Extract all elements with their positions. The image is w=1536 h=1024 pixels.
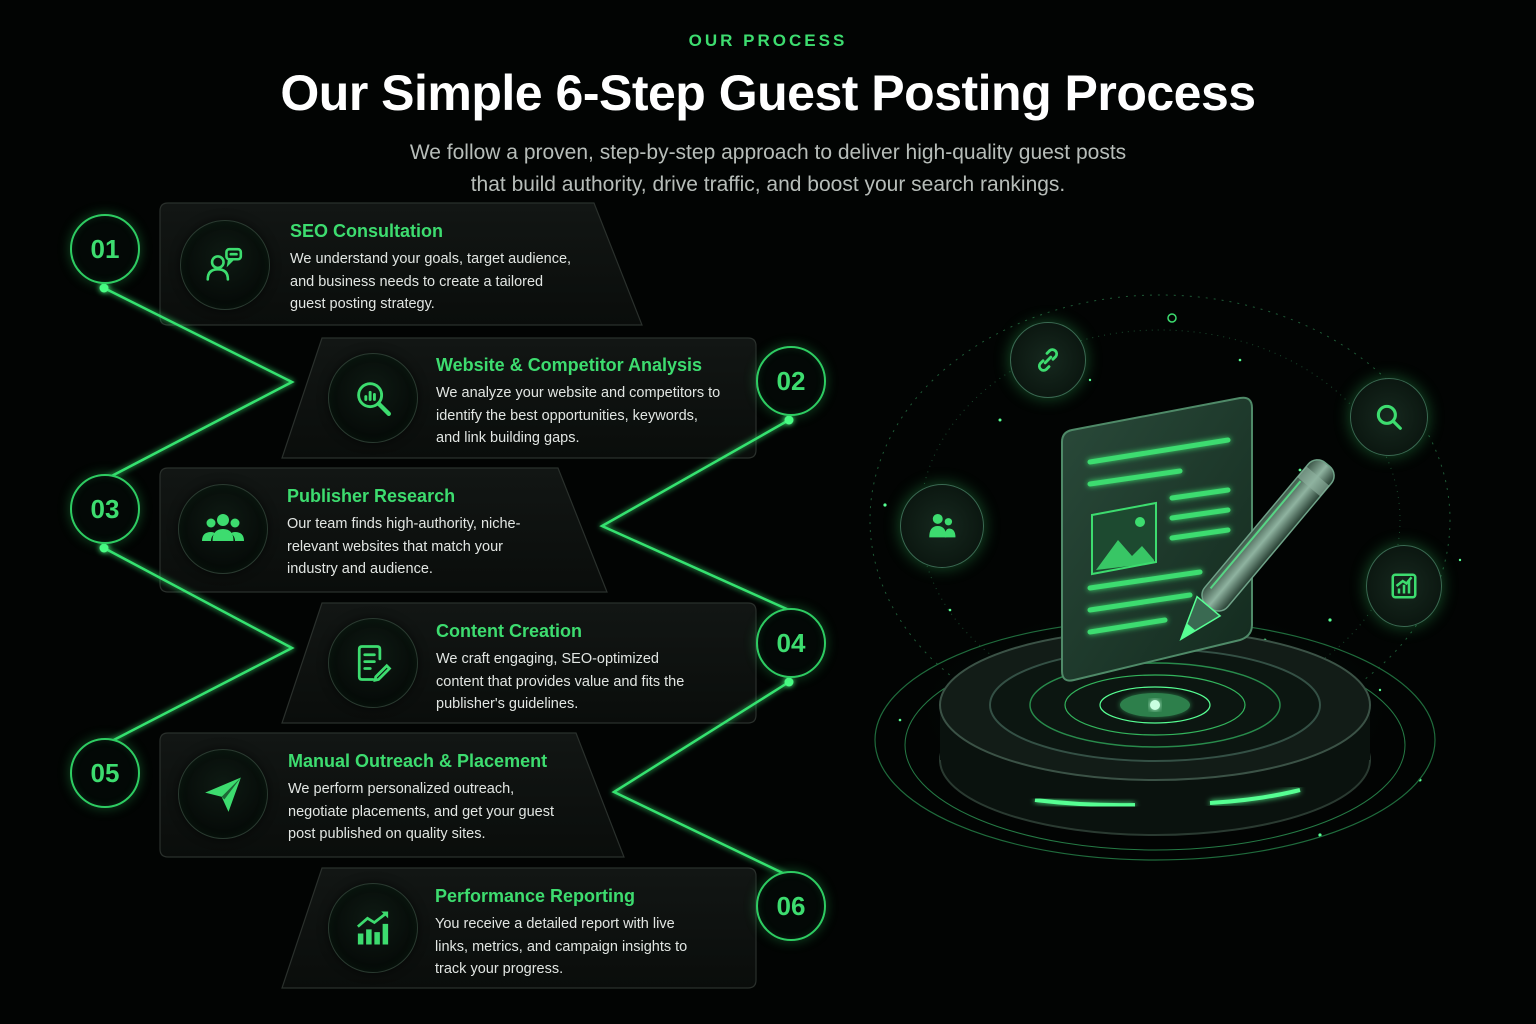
document-edit-icon: [328, 618, 418, 708]
orbit-users-icon: [900, 484, 984, 568]
subtitle-line-1: We follow a proven, step-by-step approac…: [409, 141, 1127, 164]
step-badge-4: 04: [756, 608, 826, 678]
step-card-2: Website & Competitor Analysis We analyze…: [282, 338, 756, 458]
subtitle-line-2: that build authority, drive traffic, and…: [470, 173, 1066, 196]
illustration: [869, 294, 1462, 861]
step-card-4: Content Creation We craft engaging, SEO-…: [282, 603, 756, 723]
orbit-link-icon: [1010, 322, 1086, 398]
step-badge-3: 03: [70, 474, 140, 544]
connector-lines: [103, 286, 790, 878]
step-badge-2: 02: [756, 346, 826, 416]
step-desc-6: You receive a detailed report with live …: [435, 916, 688, 977]
analysis-search-icon: [328, 353, 418, 443]
orbit-chart-icon: [1366, 545, 1442, 627]
orbit-search-icon: [1350, 378, 1428, 456]
step-desc-1: We understand your goals, target audienc…: [290, 251, 572, 312]
step-title-3: Publisher Research: [287, 486, 456, 506]
card-bg-3: [159, 467, 608, 593]
step-card-6: Performance Reporting You receive a deta…: [282, 868, 756, 988]
consultation-icon: [180, 220, 270, 310]
page-title: Our Simple 6-Step Guest Posting Process: [280, 65, 1256, 121]
section-eyebrow: OUR PROCESS: [688, 31, 848, 50]
step-card-5: Manual Outreach & Placement We perform p…: [160, 733, 624, 857]
step-desc-5: We perform personalized outreach, negoti…: [288, 781, 555, 842]
page-subtitle: We follow a proven, step-by-step approac…: [368, 137, 1168, 201]
step-title-2: Website & Competitor Analysis: [436, 355, 703, 375]
growth-chart-icon: [328, 883, 418, 973]
step-title-4: Content Creation: [436, 621, 582, 641]
card-bg-5: [159, 732, 625, 858]
step-badge-1: 01: [70, 214, 140, 284]
step-title-1: SEO Consultation: [290, 221, 443, 241]
step-desc-2: We analyze your website and competitors …: [436, 385, 721, 446]
paper-plane-icon: [178, 749, 268, 839]
step-title-5: Manual Outreach & Placement: [288, 751, 548, 771]
step-card-1: SEO Consultation We understand your goal…: [160, 203, 642, 325]
step-desc-3: Our team finds high-authority, niche-rel…: [287, 516, 521, 577]
connector-dots: [99, 283, 794, 687]
team-icon: [178, 484, 268, 574]
step-badge-5: 05: [70, 738, 140, 808]
step-card-3: Publisher Research Our team finds high-a…: [160, 468, 607, 592]
step-badge-6: 06: [756, 871, 826, 941]
step-desc-4: We craft engaging, SEO-optimized content…: [436, 651, 685, 712]
step-title-6: Performance Reporting: [435, 886, 636, 906]
